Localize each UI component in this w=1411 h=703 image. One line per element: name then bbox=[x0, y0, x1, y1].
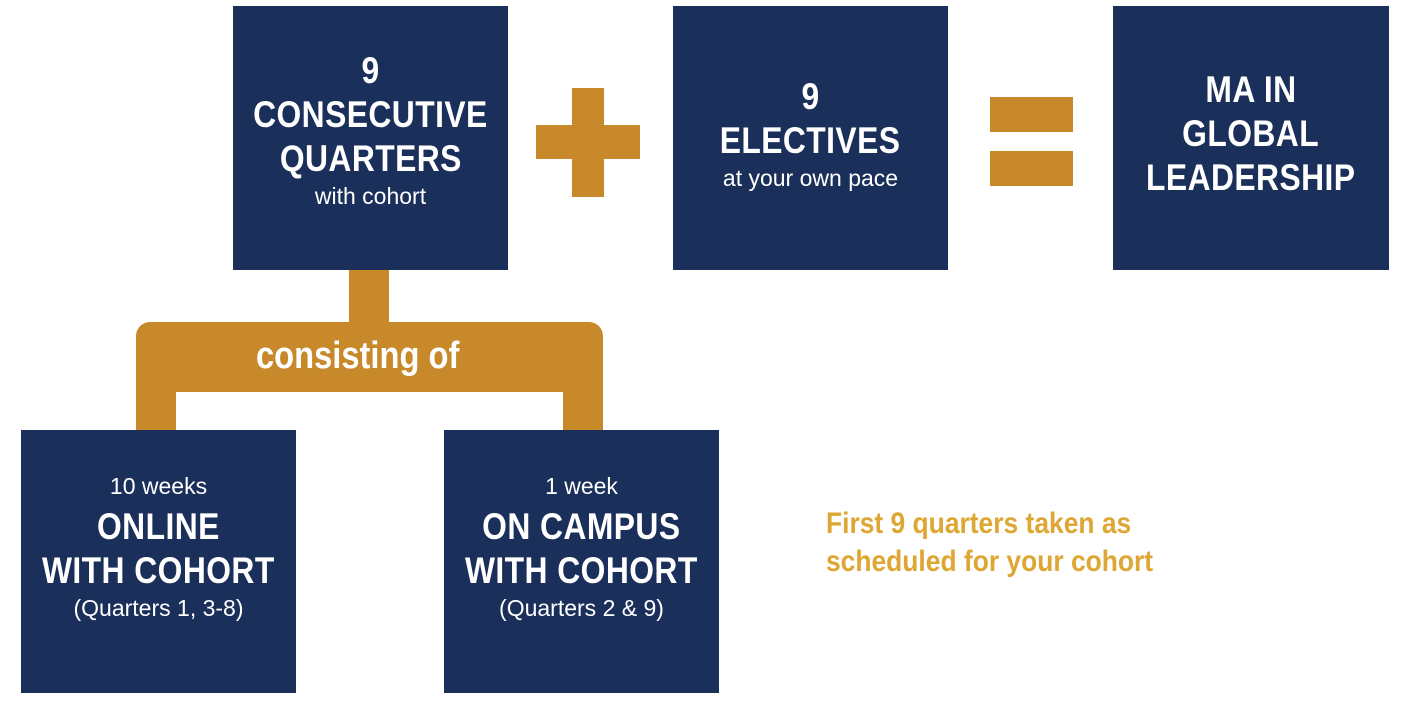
schedule-footnote-line2: scheduled for your cohort bbox=[826, 545, 1154, 578]
result-line1: MA IN bbox=[1205, 69, 1297, 110]
connector-right-leg bbox=[563, 380, 603, 430]
consecutive-quarters-box: 9 CONSECUTIVE QUARTERS with cohort bbox=[233, 6, 508, 270]
online-duration: 10 weeks bbox=[109, 472, 208, 499]
schedule-footnote-line1: First 9 quarters taken as bbox=[826, 507, 1132, 540]
equals-icon bbox=[990, 97, 1073, 186]
schedule-footnote: First 9 quarters taken as scheduled for … bbox=[826, 505, 1153, 581]
connector-label: consisting of bbox=[256, 335, 460, 377]
connector-stem bbox=[349, 270, 389, 330]
plus-icon bbox=[536, 88, 640, 197]
campus-duration: 1 week bbox=[545, 472, 618, 499]
connector-bar bbox=[136, 322, 603, 392]
result-line2: GLOBAL bbox=[1182, 113, 1320, 154]
campus-line2: WITH COHORT bbox=[465, 549, 698, 591]
connector-left-leg bbox=[136, 380, 176, 430]
online-line2: WITH COHORT bbox=[42, 549, 275, 591]
campus-line1: ON CAMPUS bbox=[482, 505, 681, 547]
consecutive-quarters-line2: QUARTERS bbox=[279, 138, 462, 179]
electives-sub: at your own pace bbox=[722, 165, 899, 191]
electives-line1: ELECTIVES bbox=[720, 120, 901, 161]
equals-icon-bottom-bar bbox=[990, 151, 1073, 186]
online-quarters-note: (Quarters 1, 3-8) bbox=[73, 594, 244, 621]
plus-icon-horizontal bbox=[536, 125, 640, 159]
consecutive-quarters-sub: with cohort bbox=[314, 183, 427, 209]
result-line3: LEADERSHIP bbox=[1146, 157, 1356, 198]
campus-quarters-note: (Quarters 2 & 9) bbox=[499, 594, 664, 621]
online-with-cohort-box: 10 weeks ONLINE WITH COHORT (Quarters 1,… bbox=[21, 430, 296, 693]
equals-icon-top-bar bbox=[990, 97, 1073, 132]
electives-number: 9 bbox=[801, 76, 820, 117]
online-line1: ONLINE bbox=[97, 505, 220, 547]
ma-global-leadership-box: MA IN GLOBAL LEADERSHIP bbox=[1113, 6, 1389, 270]
consecutive-quarters-line1: CONSECUTIVE bbox=[253, 94, 488, 135]
electives-box: 9 ELECTIVES at your own pace bbox=[673, 6, 948, 270]
on-campus-with-cohort-box: 1 week ON CAMPUS WITH COHORT (Quarters 2… bbox=[444, 430, 719, 693]
consecutive-quarters-number: 9 bbox=[361, 50, 380, 91]
